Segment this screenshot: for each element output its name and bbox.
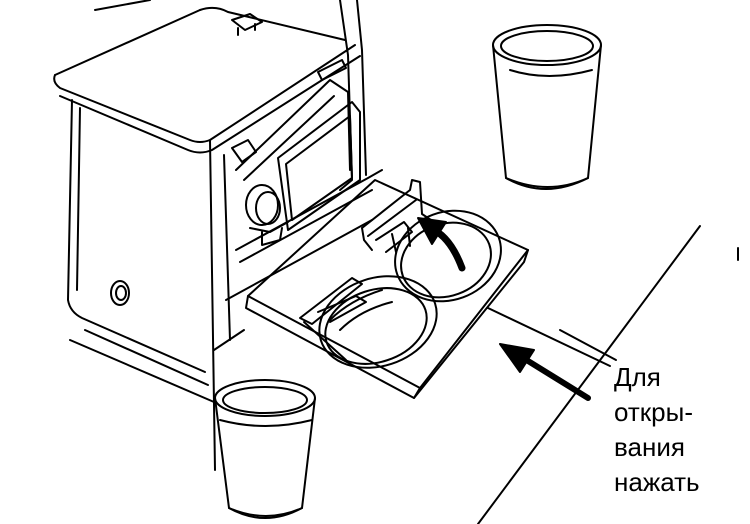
caption-line-4: нажать xyxy=(614,467,700,497)
caption-line-2: откры- xyxy=(614,397,693,427)
cup-drawing xyxy=(215,380,315,518)
cup-holder-tray xyxy=(246,180,528,398)
open-instruction-caption: Для откры- вания нажать xyxy=(614,360,746,500)
surface-lines xyxy=(214,226,738,524)
console-drawing xyxy=(54,0,382,470)
swing-arrow-icon xyxy=(418,218,462,268)
caption-line-3: вания xyxy=(614,432,685,462)
push-arrow-icon xyxy=(500,344,588,398)
caption-line-1: Для xyxy=(614,362,661,392)
cup-drawing xyxy=(493,25,601,189)
